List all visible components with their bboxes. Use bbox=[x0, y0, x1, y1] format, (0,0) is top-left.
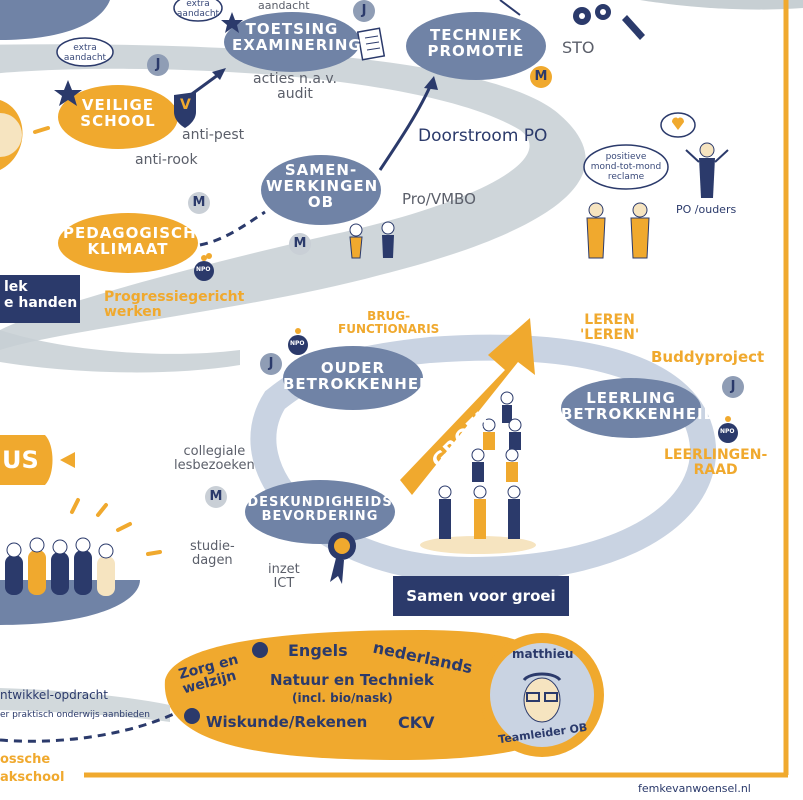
bubble-extra-aandacht-left bbox=[56, 37, 114, 67]
extra-aandacht-top: extra aandacht bbox=[176, 0, 220, 19]
bottom-natuur: Natuur en Techniek bbox=[270, 671, 434, 689]
po-ouders-note: PO /ouders bbox=[676, 203, 737, 216]
bottom-ckv: CKV bbox=[398, 713, 435, 732]
samen-voor-groei-banner: Samen voor groei bbox=[393, 576, 569, 616]
dashed-ped-to-samen bbox=[199, 210, 266, 247]
bottom-natuur-sub: (incl. bio/nask) bbox=[292, 691, 393, 705]
node-deskundigheid-bg bbox=[245, 480, 395, 544]
praktisch-note: er praktisch onderwijs aanbieden bbox=[0, 710, 150, 720]
node-techniek: TECHNIEK PROMOTIE bbox=[427, 26, 525, 60]
wrench-icon bbox=[622, 15, 645, 40]
school-name-2: akschool bbox=[0, 770, 65, 785]
us-pointer bbox=[60, 452, 75, 468]
positieve-note: positieve mond-tot-mond reclame bbox=[590, 152, 662, 182]
node-deskundigheid: DESKUNDIGHEIDS BEVORDERING bbox=[247, 495, 393, 524]
badge-m-4: M bbox=[205, 486, 227, 508]
badge-j-3: J bbox=[260, 353, 282, 375]
groei-arrow bbox=[400, 318, 535, 495]
anti-pest-note: anti-pest bbox=[182, 127, 245, 143]
handshake-figures bbox=[349, 221, 395, 259]
credit-link[interactable]: femkevanwoensel.nl bbox=[638, 782, 751, 795]
badge-j-4: J bbox=[722, 376, 744, 398]
collegiale-note: collegiale lesbezoeken bbox=[174, 444, 255, 473]
school-name-1: ossche bbox=[0, 752, 51, 767]
studiedagen-note: studie- dagen bbox=[190, 539, 235, 568]
progressie-note: Progressiegericht werken bbox=[104, 289, 245, 320]
badge-m-2: M bbox=[188, 192, 210, 214]
leerlingenraad-note: LEERLINGEN- RAAD bbox=[664, 447, 768, 478]
badge-j-1: J bbox=[147, 54, 169, 76]
top-right-partial-shape bbox=[640, 0, 803, 10]
npo-label-2: NPO bbox=[290, 340, 305, 347]
bottom-orange-band bbox=[164, 630, 577, 760]
node-samen-bg bbox=[261, 155, 381, 225]
top-cut-note: aandacht bbox=[258, 0, 310, 12]
badge-m-3: M bbox=[289, 233, 311, 255]
node-leerling-bg bbox=[561, 378, 701, 438]
npo-label-3: NPO bbox=[720, 428, 735, 435]
bubble-extra-aandacht-top bbox=[173, 0, 223, 22]
portrait-face bbox=[522, 672, 562, 723]
node-pedagogisch: PEDAGOGISCH KLIMAAT bbox=[63, 224, 197, 258]
money-bag-icon-3 bbox=[718, 423, 738, 443]
node-veilige-bg bbox=[58, 85, 178, 149]
top-left-partial-shape bbox=[0, 0, 110, 40]
anti-rook-note: anti-rook bbox=[135, 152, 198, 168]
arrow-samen-to-techniek bbox=[378, 81, 434, 171]
star-icon bbox=[54, 80, 82, 106]
node-toetsing: TOETSING EXAMINERING bbox=[232, 20, 362, 54]
doorstroom-note: Doorstroom PO bbox=[418, 126, 548, 146]
pro-vmbo-note: Pro/VMBO bbox=[402, 190, 476, 208]
node-pedagogisch-bg bbox=[58, 213, 198, 273]
shield-icon bbox=[174, 92, 196, 128]
node-ouder-bg bbox=[283, 346, 423, 410]
node-toetsing-bg bbox=[224, 12, 360, 72]
left-banner-line1: lek bbox=[4, 279, 28, 295]
sparkle-dashes bbox=[33, 126, 162, 556]
npo-label-1: NPO bbox=[196, 266, 211, 273]
sto-note: STO bbox=[562, 38, 595, 57]
left-banner-line2: e handen bbox=[4, 295, 78, 311]
star-icon-top bbox=[221, 12, 243, 33]
human-pyramid bbox=[438, 391, 522, 539]
inzet-note: inzet ICT bbox=[268, 562, 300, 591]
acties-note: acties n.a.v. audit bbox=[252, 71, 337, 102]
node-ouder: OUDER BETROKKENHEID bbox=[283, 359, 440, 393]
badge-m-1: M bbox=[530, 66, 552, 88]
us-shape bbox=[0, 435, 53, 485]
brug-note: BRUG- FUNCTIONARIS bbox=[338, 309, 440, 336]
top-navy-line bbox=[499, 0, 521, 16]
node-leerling: LEERLING BETROKKENHEID bbox=[561, 389, 718, 423]
left-banner: lek e handen bbox=[0, 275, 80, 323]
bottom-grey-bar bbox=[0, 688, 170, 722]
shield-letter: V bbox=[180, 97, 191, 113]
grey-swoosh-tail bbox=[0, 330, 240, 373]
leren-note: LEREN 'LEREN' bbox=[580, 312, 640, 343]
buddy-note: Buddyproject bbox=[651, 348, 765, 366]
badge-j-2: J bbox=[353, 0, 375, 22]
money-bag-icon bbox=[194, 261, 214, 281]
pyramid-base bbox=[420, 536, 536, 554]
bottom-wiskunde: Wiskunde/Rekenen bbox=[206, 713, 368, 731]
node-veilige: VEILIGE SCHOOL bbox=[80, 96, 156, 130]
node-samenwerkingen: SAMEN- WERKINGEN OB bbox=[266, 161, 379, 211]
crowd-figures bbox=[5, 537, 115, 596]
node-techniek-bg bbox=[406, 12, 546, 80]
person-name: matthieu bbox=[512, 647, 574, 661]
bubble-positieve bbox=[583, 144, 669, 190]
extra-aandacht-left: extra aandacht bbox=[63, 43, 107, 63]
money-bag-icon-2 bbox=[288, 335, 308, 355]
ontwikkel-note: ntwikkel-opdracht bbox=[0, 688, 108, 702]
link-icon-2 bbox=[184, 708, 200, 724]
bottom-engels: Engels bbox=[288, 641, 348, 660]
talking-figures bbox=[586, 142, 729, 259]
dashed-bottom-line bbox=[0, 710, 179, 743]
link-icon bbox=[252, 642, 268, 658]
us-label: US bbox=[2, 446, 39, 474]
